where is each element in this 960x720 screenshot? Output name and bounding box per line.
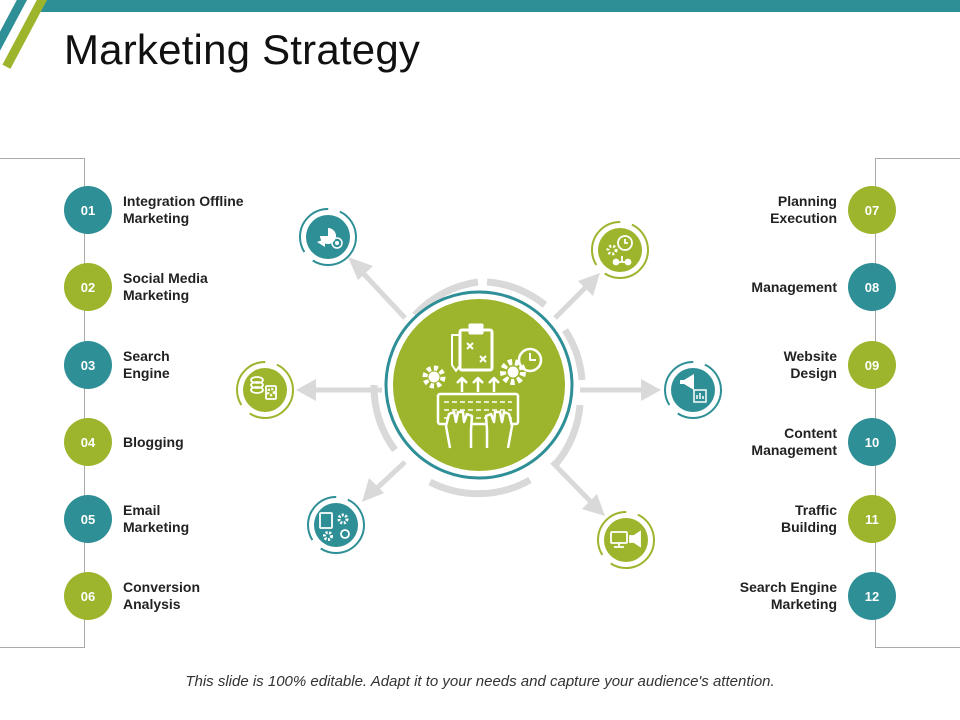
- left-bracket: [0, 158, 85, 648]
- arrows: [296, 257, 661, 516]
- item-label-12: Search Engine Marketing: [739, 579, 837, 612]
- item-label-03: Search Engine: [123, 348, 170, 381]
- item-number-09: 09: [848, 341, 896, 389]
- footer-note: This slide is 100% editable. Adapt it to…: [185, 673, 775, 690]
- hub-outer-ring: [370, 278, 586, 498]
- item-label-01: Integration Offline Marketing: [123, 193, 244, 226]
- arrow-head-3: [296, 379, 316, 401]
- top-accent-bar: [40, 0, 960, 12]
- item-number-11: 11: [848, 495, 896, 543]
- item-label-07: Planning Execution: [770, 193, 837, 226]
- item-number-12: 12: [848, 572, 896, 620]
- satellite-4: [664, 361, 722, 419]
- item-number-05: 05: [64, 495, 112, 543]
- item-label-06: Conversion Analysis: [123, 579, 201, 612]
- item-label-10: Content Management: [751, 425, 837, 458]
- arrow-head-4: [641, 379, 661, 401]
- item-number-07: 07: [848, 186, 896, 234]
- item-number-08: 08: [848, 263, 896, 311]
- item-number-01: 01: [64, 186, 112, 234]
- satellite-5: [307, 496, 365, 554]
- megaphone-chart-icon: [680, 374, 707, 403]
- page-title: Marketing Strategy: [64, 26, 421, 73]
- clipboard-gears-icon: [319, 512, 350, 541]
- satellite-3: [236, 361, 294, 419]
- item-label-09: Website Design: [783, 348, 837, 381]
- item-number-02: 02: [64, 263, 112, 311]
- arrow-head-1: [348, 257, 373, 280]
- item-label-11: Traffic Building: [781, 502, 837, 535]
- arrow-head-6: [582, 494, 605, 516]
- item-number-04: 04: [64, 418, 112, 466]
- right-bracket: [875, 158, 960, 648]
- item-label-04: Blogging: [123, 433, 184, 450]
- stopwatch-gear-network-icon: [606, 235, 633, 266]
- coins-gear-icon: [250, 376, 277, 400]
- satellite-2: [591, 221, 649, 279]
- item-label-08: Management: [751, 278, 837, 295]
- satellite-1: [299, 208, 357, 266]
- item-number-06: 06: [64, 572, 112, 620]
- item-number-10: 10: [848, 418, 896, 466]
- planning-keyboard-gears-icon: [422, 323, 543, 449]
- item-number-03: 03: [64, 341, 112, 389]
- item-label-02: Social Media Marketing: [123, 270, 208, 303]
- arrow-head-2: [578, 273, 600, 296]
- item-label-05: Email Marketing: [123, 502, 190, 535]
- arrow-head-5: [362, 478, 384, 502]
- satellite-6: [597, 511, 655, 569]
- pie-chart-megaphone-target-icon: [317, 228, 343, 249]
- monitor-megaphone-icon: [610, 530, 641, 548]
